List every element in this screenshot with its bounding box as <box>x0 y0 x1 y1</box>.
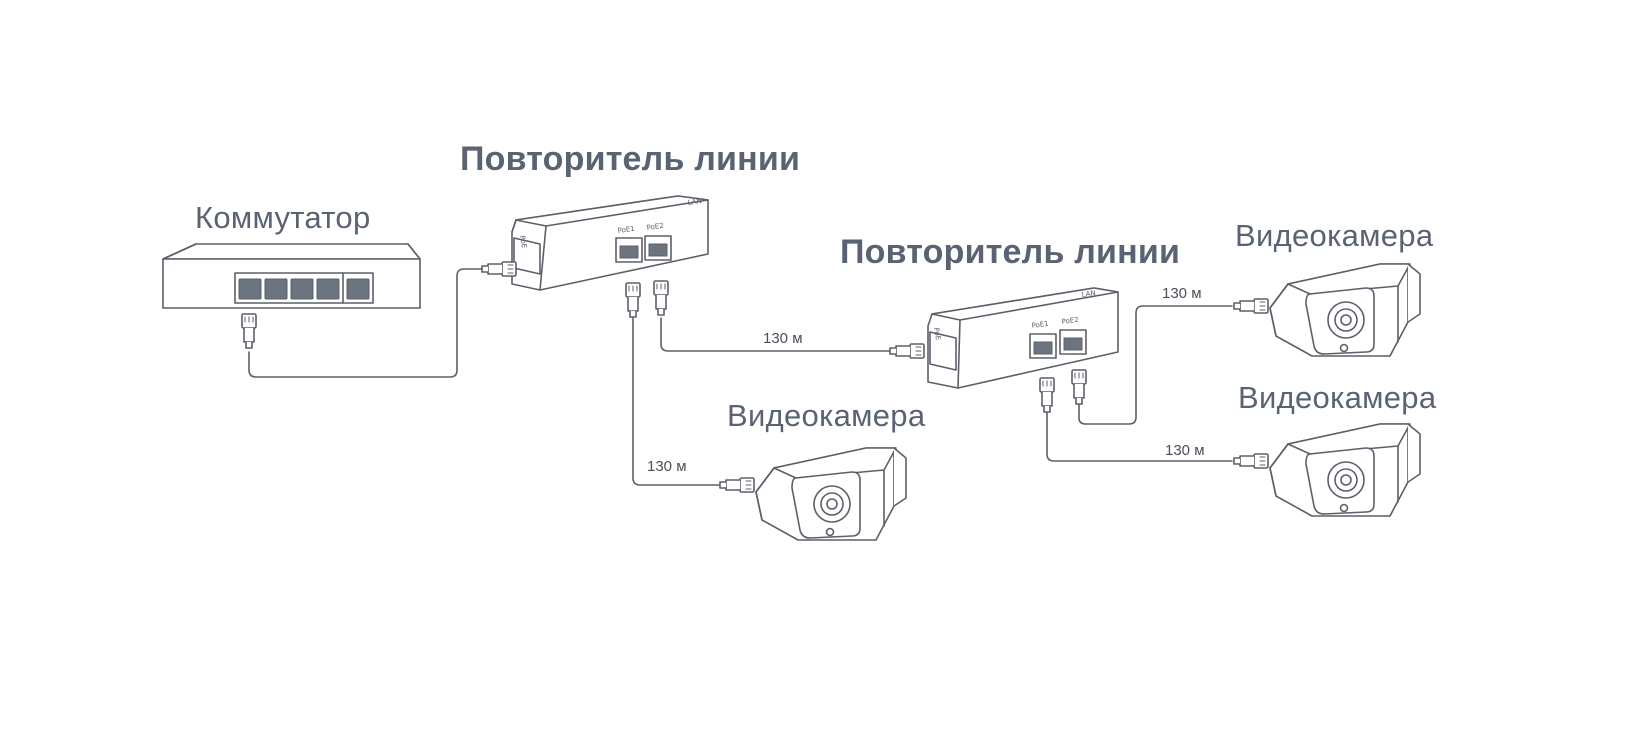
distance-repeater1-repeater2: 130 м <box>763 330 803 347</box>
camera-1-device <box>719 447 907 541</box>
repeater1-input-connector <box>481 261 517 277</box>
repeater2-poe1-connector <box>1039 377 1055 413</box>
repeater-1-title: Повторитель линии <box>460 140 801 178</box>
repeater-2-title: Повторитель линии <box>840 233 1181 271</box>
repeater1-port-label-poe2: PoE2 <box>646 222 664 232</box>
cable-repeater1-repeater2 <box>660 317 891 352</box>
cable-repeater1-camera1 <box>632 317 721 486</box>
repeater1-port-label-poe1: PoE1 <box>617 225 635 235</box>
repeater2-input-connector <box>889 343 925 359</box>
repeater2-port-label-poe2: PoE2 <box>1061 316 1079 326</box>
cable-switch-repeater1 <box>248 268 483 378</box>
distance-repeater2-camera2: 130 м <box>1162 285 1202 302</box>
repeater1-poe2-connector <box>653 280 669 316</box>
repeater1-port-label-lan: LAN <box>687 197 702 207</box>
repeater1-port-label-in: PoE <box>518 235 528 249</box>
camera-2-device <box>1233 263 1421 357</box>
camera-3-label: Видеокамера <box>1238 380 1437 415</box>
distance-repeater1-camera1: 130 м <box>647 458 687 475</box>
repeater2-poe2-connector <box>1071 369 1087 405</box>
repeater1-poe1-connector <box>625 282 641 318</box>
switch-device <box>162 243 421 349</box>
repeater-2-device <box>889 287 1119 413</box>
repeater2-port-label-lan: LAN <box>1081 289 1096 299</box>
distance-repeater2-camera3: 130 м <box>1165 442 1205 459</box>
cable-repeater2-camera3 <box>1046 412 1233 462</box>
camera-2-label: Видеокамера <box>1235 218 1434 253</box>
cables <box>248 268 1233 486</box>
repeater2-port-label-in: PoE <box>932 327 942 341</box>
camera-3-device <box>1233 423 1421 517</box>
switch-connector <box>241 313 257 349</box>
switch-label: Коммутатор <box>195 200 371 235</box>
repeater-1-device <box>481 195 709 318</box>
repeater2-port-label-poe1: PoE1 <box>1031 320 1049 330</box>
cable-repeater2-camera2 <box>1078 305 1233 425</box>
camera-1-label: Видеокамера <box>727 398 926 433</box>
switch-ports <box>238 278 370 300</box>
